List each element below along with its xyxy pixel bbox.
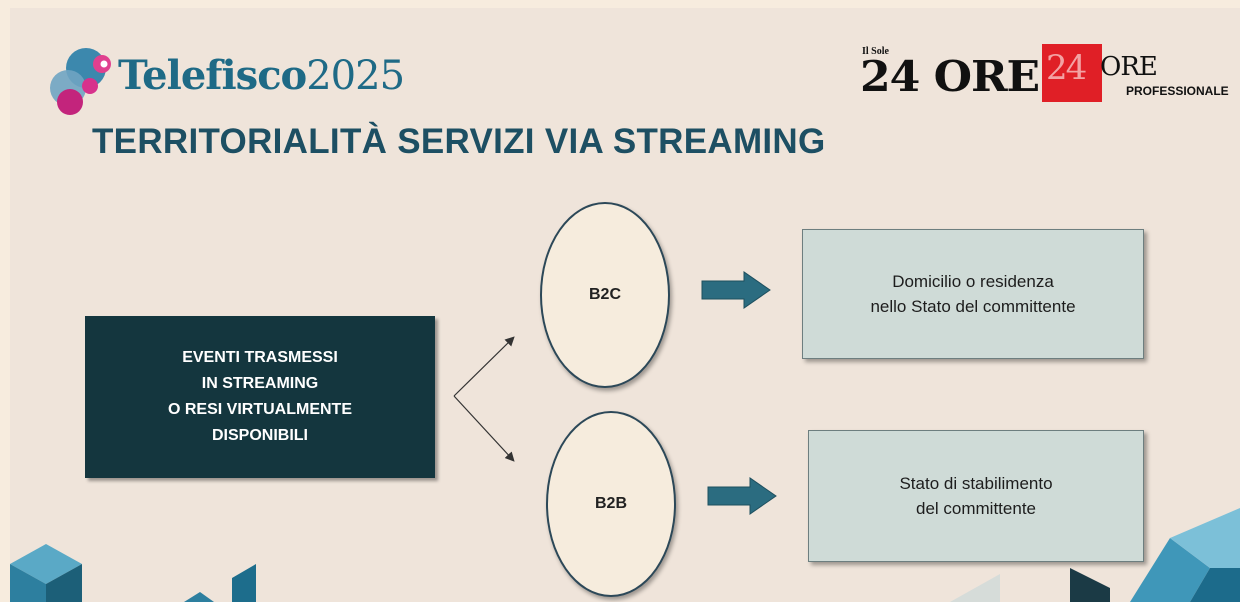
source-line: O RESI VIRTUALMENTE (167, 401, 352, 418)
brand-name: Telefisco2025 (118, 52, 405, 99)
slide-title: TERRITORIALITÀ SERVIZI VIA STREAMING (92, 122, 826, 161)
sole-small-text: Il Sole (862, 46, 889, 57)
result-line: Stato di stabilimento (899, 474, 1053, 493)
result-box-b2c: Domicilio o residenza nello Stato del co… (802, 229, 1144, 359)
result-line: nello Stato del committente (870, 297, 1076, 316)
oval-b2c-label: B2C (588, 286, 621, 303)
brand-word: Telefisco (118, 52, 307, 99)
connector-to-b2b (453, 395, 515, 462)
pro-logo-box: 24 (1042, 44, 1102, 102)
connector-lines (453, 336, 515, 462)
brand-year: 2025 (306, 53, 405, 99)
pro-logo-number: 24 (1046, 48, 1087, 88)
oval-b2b: B2B (546, 411, 676, 597)
source-line: EVENTI TRASMESSI (182, 349, 338, 366)
sole-big-text: 24 ORE (860, 52, 1040, 101)
pro-logo-sub: PROFESSIONALE (1126, 84, 1229, 98)
pro-logo-ore: ORE (1100, 52, 1158, 82)
oval-b2b-label: B2B (594, 495, 627, 512)
source-box: EVENTI TRASMESSI IN STREAMING O RESI VIR… (85, 316, 435, 478)
sole-24-ore-logo: Il Sole 24 ORE (860, 46, 1040, 102)
24-ore-professionale-logo: 24 ORE PROFESSIONALE (1042, 44, 1232, 102)
source-line: IN STREAMING (201, 375, 319, 392)
telefisco-logo-icon (50, 48, 111, 115)
connector-to-b2c (453, 336, 515, 397)
source-line: DISPONIBILI (211, 427, 308, 444)
result-line: Domicilio o residenza (892, 272, 1054, 291)
slide: Telefisco2025 Il Sole 24 ORE 24 ORE PROF… (10, 8, 1240, 602)
oval-b2c: B2C (540, 202, 670, 388)
result-line: del committente (916, 499, 1036, 518)
arrow-right-icon (701, 271, 771, 309)
result-box-b2b: Stato di stabilimento del committente (808, 430, 1144, 562)
arrow-right-icon (707, 477, 777, 515)
